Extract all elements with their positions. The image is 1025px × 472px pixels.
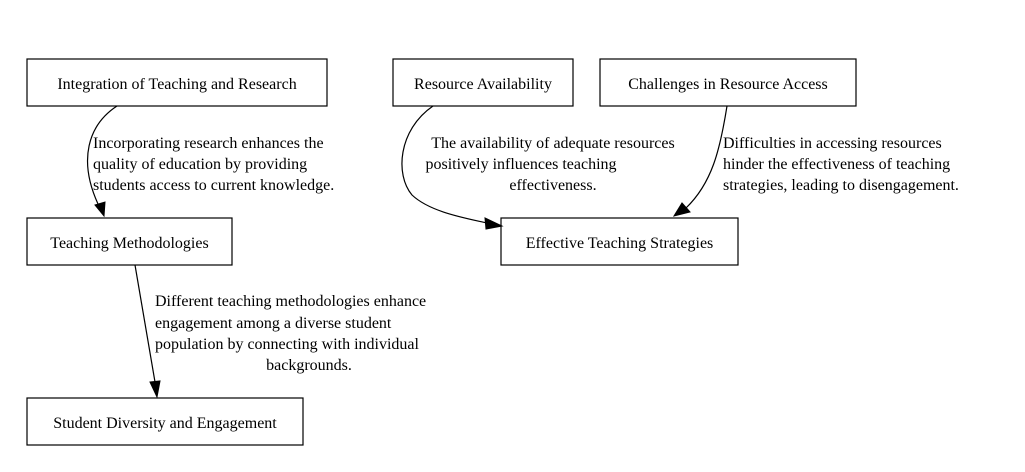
label-line: population by connecting with individual <box>155 336 420 353</box>
arrowhead <box>484 217 504 230</box>
node-label-methodologies: Teaching Methodologies <box>50 235 208 252</box>
edge-availability-to-effective <box>401 105 504 230</box>
edge-methodologies-to-diversity <box>134 264 161 399</box>
arrowhead <box>94 201 106 218</box>
edge-label-availability-to-effective: The availability of adequate resources p… <box>425 135 674 194</box>
node-integration: Integration of Teaching and Research <box>26 58 328 107</box>
node-label-challenges: Challenges in Resource Access <box>628 76 828 93</box>
edge-label-challenges-to-effective: Difficulties in accessing resources hind… <box>723 135 959 194</box>
edge-label-methodologies-to-diversity: Different teaching methodologies enhance… <box>155 293 426 374</box>
edge-integration-to-methodologies <box>86 105 118 218</box>
label-line: engagement among a diverse student <box>155 315 392 332</box>
node-effective: Effective Teaching Strategies <box>500 217 739 266</box>
edge-challenges-to-effective <box>672 105 728 217</box>
node-label-integration: Integration of Teaching and Research <box>57 76 296 93</box>
node-label-diversity: Student Diversity and Engagement <box>53 415 277 432</box>
node-label-effective: Effective Teaching Strategies <box>526 235 714 252</box>
label-line: The availability of adequate resources <box>431 135 674 152</box>
label-line: effectiveness. <box>509 177 596 194</box>
label-line: quality of education by providing <box>93 156 307 173</box>
label-line: Difficulties in accessing resources <box>723 135 942 152</box>
node-diversity: Student Diversity and Engagement <box>26 397 304 446</box>
node-resource-availability: Resource Availability <box>392 58 574 107</box>
node-challenges: Challenges in Resource Access <box>599 58 857 107</box>
label-line: strategies, leading to disengagement. <box>723 177 959 194</box>
edge-line <box>401 105 488 224</box>
node-methodologies: Teaching Methodologies <box>26 217 233 266</box>
label-line: Different teaching methodologies enhance <box>155 293 426 310</box>
edge-label-integration-to-methodologies: Incorporating research enhances the qual… <box>93 135 334 194</box>
arrowhead <box>672 202 691 217</box>
edge-line <box>685 105 728 209</box>
label-line: students access to current knowledge. <box>93 177 334 194</box>
label-line: positively influences teaching <box>425 156 616 173</box>
edge-line <box>86 105 118 205</box>
label-line: Incorporating research enhances the <box>93 135 324 152</box>
label-line: backgrounds. <box>266 357 352 374</box>
edge-line <box>134 264 156 383</box>
label-line: hinder the effectiveness of teaching <box>723 156 950 173</box>
node-label-resource-availability: Resource Availability <box>414 76 552 93</box>
arrowhead <box>149 380 161 399</box>
